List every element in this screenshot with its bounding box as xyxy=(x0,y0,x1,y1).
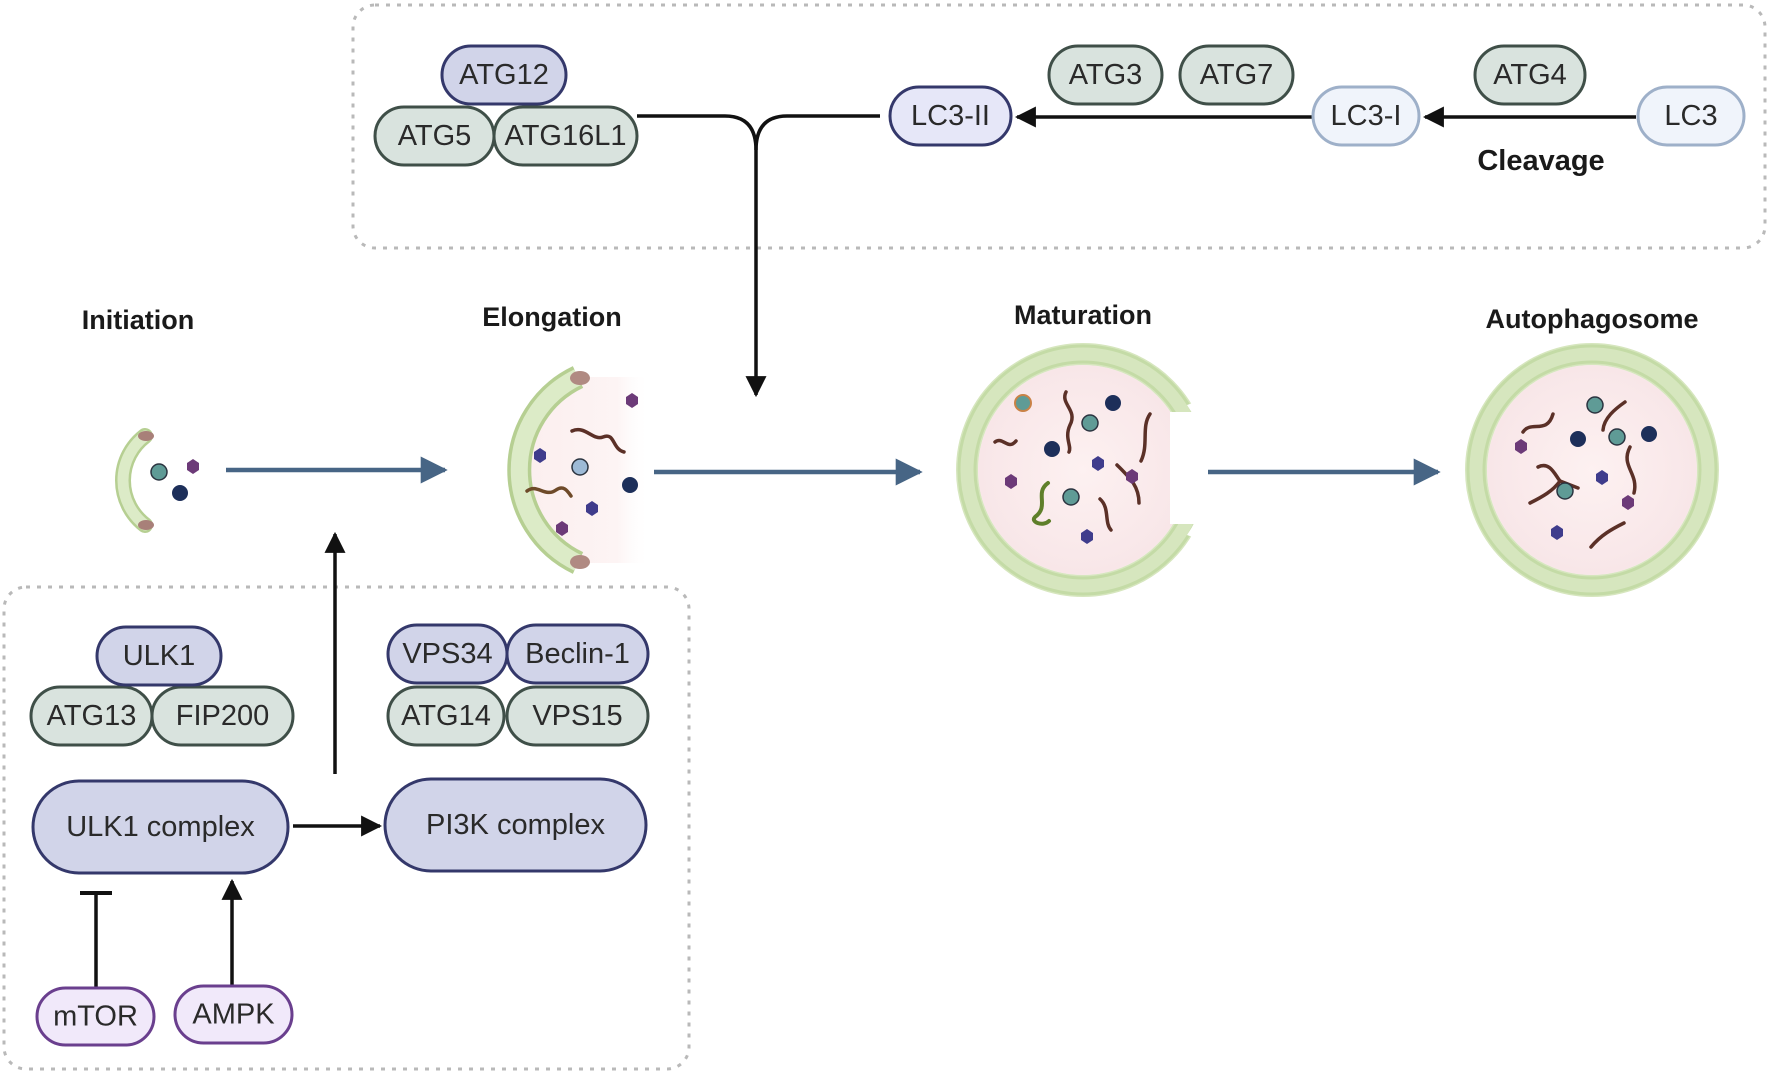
ampk-pill: AMPK xyxy=(173,984,294,1045)
lc3-ii-label: LC3-II xyxy=(911,100,990,132)
stage-label-initiation: Initiation xyxy=(82,305,194,335)
atg3-label: ATG3 xyxy=(1069,59,1143,91)
atg16l1-pill: ATG16L1 xyxy=(492,105,639,167)
atg4-pill: ATG4 xyxy=(1473,44,1587,106)
atg12-label: ATG12 xyxy=(459,59,549,91)
atg5-label: ATG5 xyxy=(398,120,472,152)
lc3-i-pill: LC3-I xyxy=(1311,85,1421,147)
atg16l1-label: ATG16L1 xyxy=(505,120,627,152)
atg7-label: ATG7 xyxy=(1200,59,1274,91)
stage-label-autophagosome: Autophagosome xyxy=(1486,304,1699,334)
lc3-i-label: LC3-I xyxy=(1331,100,1402,132)
stage-label-elongation: Elongation xyxy=(482,302,621,332)
ulk1-complex-label: ULK1 complex xyxy=(66,811,255,843)
mtor-pill: mTOR xyxy=(35,986,156,1047)
atg12-pill: ATG12 xyxy=(440,44,568,106)
fip200-label: FIP200 xyxy=(176,700,270,732)
atg16l1-connector xyxy=(637,114,767,398)
atg14-label: ATG14 xyxy=(401,700,491,732)
initiation-complex-box xyxy=(2,585,691,1071)
maturing-autophagosome xyxy=(956,343,1215,597)
atg13-label: ATG13 xyxy=(47,700,137,732)
mtor-label: mTOR xyxy=(53,1001,138,1033)
atg3-pill: ATG3 xyxy=(1047,44,1164,106)
vps15-label: VPS15 xyxy=(532,700,622,732)
beclin1-pill: Beclin-1 xyxy=(505,623,650,685)
vps15-pill: VPS15 xyxy=(505,685,650,747)
ulk1-complex-pill: ULK1 complex xyxy=(31,779,290,875)
atg4-label: ATG4 xyxy=(1493,59,1567,91)
autophagosome xyxy=(1465,343,1719,597)
fip200-pill: FIP200 xyxy=(150,685,295,747)
atg7-pill: ATG7 xyxy=(1178,44,1295,106)
lc3-ii-pill: LC3-II xyxy=(888,85,1013,147)
ampk-label: AMPK xyxy=(192,999,275,1031)
lc3-label: LC3 xyxy=(1664,100,1717,132)
pi3k-complex-label: PI3K complex xyxy=(426,809,605,841)
atg5-pill: ATG5 xyxy=(373,105,496,167)
ulk1-label: ULK1 xyxy=(123,640,196,672)
phagophore-initiation xyxy=(115,428,199,533)
phagophore-elongation xyxy=(507,366,650,574)
pi3k-complex-pill: PI3K complex xyxy=(383,777,648,873)
lc3-conjugation-box xyxy=(351,3,1767,250)
lc3-pill: LC3 xyxy=(1636,85,1746,147)
vps34-pill: VPS34 xyxy=(386,623,509,685)
atg14-pill: ATG14 xyxy=(386,685,506,747)
cleavage-label: Cleavage xyxy=(1477,145,1604,177)
stage-label-maturation: Maturation xyxy=(1014,300,1152,330)
atg13-pill: ATG13 xyxy=(29,685,154,747)
beclin1-label: Beclin-1 xyxy=(525,638,630,670)
ulk1-pill: ULK1 xyxy=(95,625,223,687)
vps34-label: VPS34 xyxy=(402,638,492,670)
lc3-ii-connector xyxy=(754,114,880,151)
